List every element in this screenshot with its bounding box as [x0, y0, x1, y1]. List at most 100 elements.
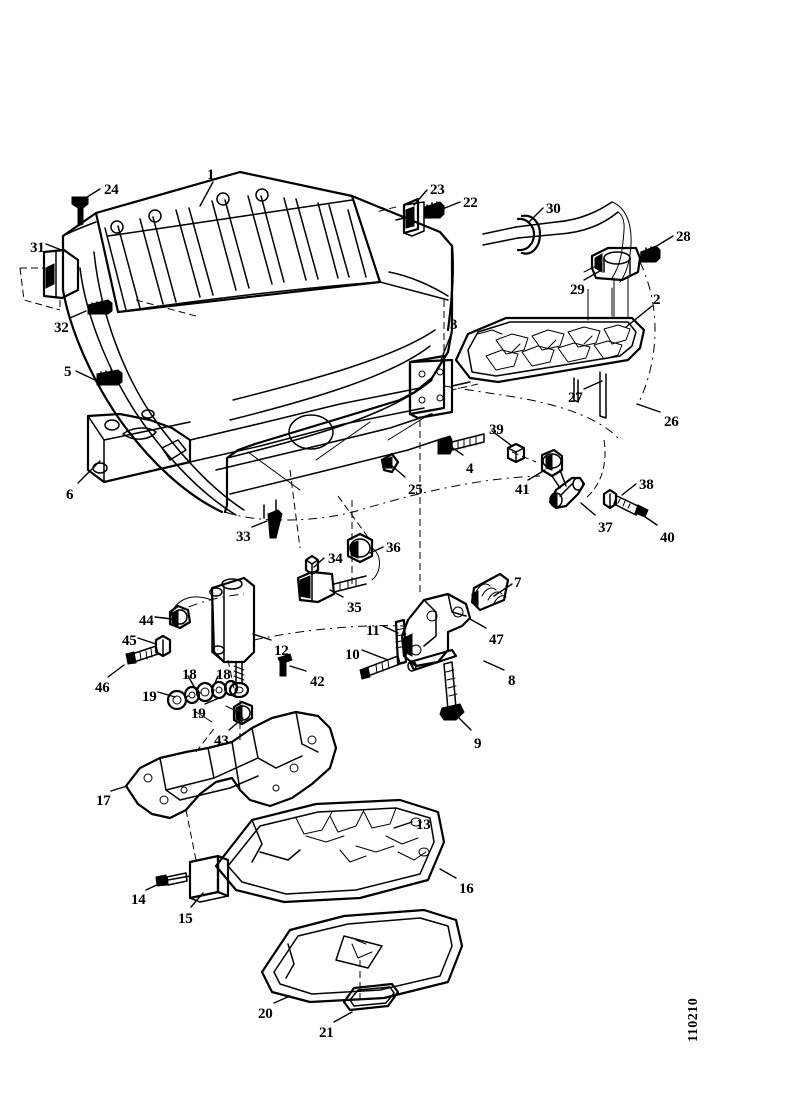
callout-number-4: 4	[466, 461, 474, 477]
callout-number-38: 38	[639, 477, 654, 493]
leader-line-6	[77, 460, 101, 484]
part-43-nut	[232, 700, 254, 726]
callout-number-41: 41	[515, 482, 530, 498]
callout-number-19: 19	[142, 689, 157, 705]
leader-line-23	[413, 189, 428, 206]
leader-line-5	[75, 370, 98, 382]
callout-number-28: 28	[676, 229, 691, 245]
leader-line-36	[369, 546, 384, 554]
callout-number-25: 25	[408, 482, 423, 498]
leader-line-35	[329, 589, 344, 598]
leader-line-25	[391, 465, 406, 478]
part-4-bolt	[437, 433, 485, 455]
leader-line-17	[110, 785, 128, 792]
leader-line-24	[83, 188, 101, 200]
callout-number-16: 16	[459, 881, 474, 897]
callout-number-30: 30	[546, 201, 561, 217]
callout-number-18: 18	[182, 667, 197, 683]
leader-line-13	[393, 821, 413, 829]
callout-number-5: 5	[64, 364, 72, 380]
figure-id: 110210	[686, 997, 701, 1042]
callout-number-17: 17	[96, 793, 111, 809]
leader-line-12	[252, 633, 272, 641]
leader-line-27	[583, 380, 603, 390]
part-5-screw	[96, 369, 123, 386]
part-20-battery-cover	[260, 908, 464, 1004]
part-31-lamp-box	[19, 248, 80, 311]
callout-number-1: 1	[207, 167, 215, 183]
callout-number-32: 32	[54, 320, 69, 336]
callout-number-7: 7	[514, 575, 522, 591]
part-32-screw	[87, 299, 113, 315]
callout-number-36: 36	[386, 540, 401, 556]
callout-number-21: 21	[319, 1025, 334, 1041]
part-9-bolt	[439, 661, 465, 721]
part-24-screw	[71, 196, 89, 227]
leader-line-44	[154, 616, 173, 620]
callout-number-23: 23	[430, 182, 445, 198]
leader-line-45	[137, 637, 157, 645]
callout-number-43: 43	[214, 733, 229, 749]
callout-number-10: 10	[345, 647, 360, 663]
callout-number-44: 44	[139, 613, 154, 629]
leader-line-31	[45, 243, 65, 252]
part-37-link	[548, 476, 586, 510]
callout-number-34: 34	[328, 551, 343, 567]
callout-number-20: 20	[258, 1006, 273, 1022]
leader-line-38	[621, 483, 637, 496]
leader-line-34	[313, 557, 325, 568]
part-washer-nut-stack	[166, 679, 239, 711]
leader-line-16	[439, 868, 457, 879]
part-39-nut	[506, 442, 526, 464]
leader-line-26	[636, 403, 661, 413]
callout-number-24: 24	[104, 182, 119, 198]
callout-number-26: 26	[664, 414, 679, 430]
leader-line-28	[654, 235, 674, 248]
part-45-washer	[154, 634, 172, 658]
leader-line-40	[640, 513, 658, 526]
callout-number-40: 40	[660, 530, 675, 546]
callout-number-31: 31	[30, 240, 45, 256]
callout-number-8: 8	[508, 673, 516, 689]
callout-number-9: 9	[474, 736, 482, 752]
part-40-bolt	[613, 495, 649, 518]
leader-line-8	[483, 660, 505, 671]
part-11-pin	[394, 618, 408, 666]
leader-line-10	[361, 649, 389, 661]
leader-line-19	[204, 697, 220, 705]
leader-line-21	[333, 1011, 353, 1023]
assembly-reference-lines	[59, 206, 656, 861]
callout-number-37: 37	[598, 520, 613, 536]
callout-number-39: 39	[489, 422, 504, 438]
leader-line-18	[211, 675, 219, 691]
leader-line-29	[583, 270, 601, 281]
leader-line-4	[446, 443, 464, 456]
leader-line-3	[440, 331, 453, 361]
leader-line-33	[251, 520, 268, 528]
part-17-step-support	[124, 705, 338, 820]
callout-number-46: 46	[95, 680, 110, 696]
callout-number-18: 18	[216, 667, 231, 683]
part-hood-assembly	[61, 170, 454, 516]
leader-line-11	[382, 625, 399, 634]
leader-line-20	[273, 995, 291, 1004]
part-23-bracket	[395, 197, 445, 237]
leader-line-1	[199, 181, 214, 207]
leader-line-30	[528, 207, 544, 223]
leader-line-41	[527, 469, 546, 481]
part-2-step-plate	[454, 287, 646, 419]
callout-number-33: 33	[236, 529, 251, 545]
part-35-bracket	[296, 570, 367, 604]
part-29-clamp-block	[583, 245, 661, 319]
part-14-bolt	[155, 872, 188, 887]
part-33-screw	[267, 509, 283, 539]
part-42-clip	[277, 653, 293, 677]
callout-number-2: 2	[653, 292, 661, 308]
leader-line-19	[157, 691, 176, 698]
leader-line-47	[469, 618, 487, 629]
part-41-bushing	[540, 448, 567, 489]
callout-number-6: 6	[66, 487, 74, 503]
leader-line-42	[289, 665, 307, 672]
part-47-hinge-bracket	[400, 592, 472, 668]
